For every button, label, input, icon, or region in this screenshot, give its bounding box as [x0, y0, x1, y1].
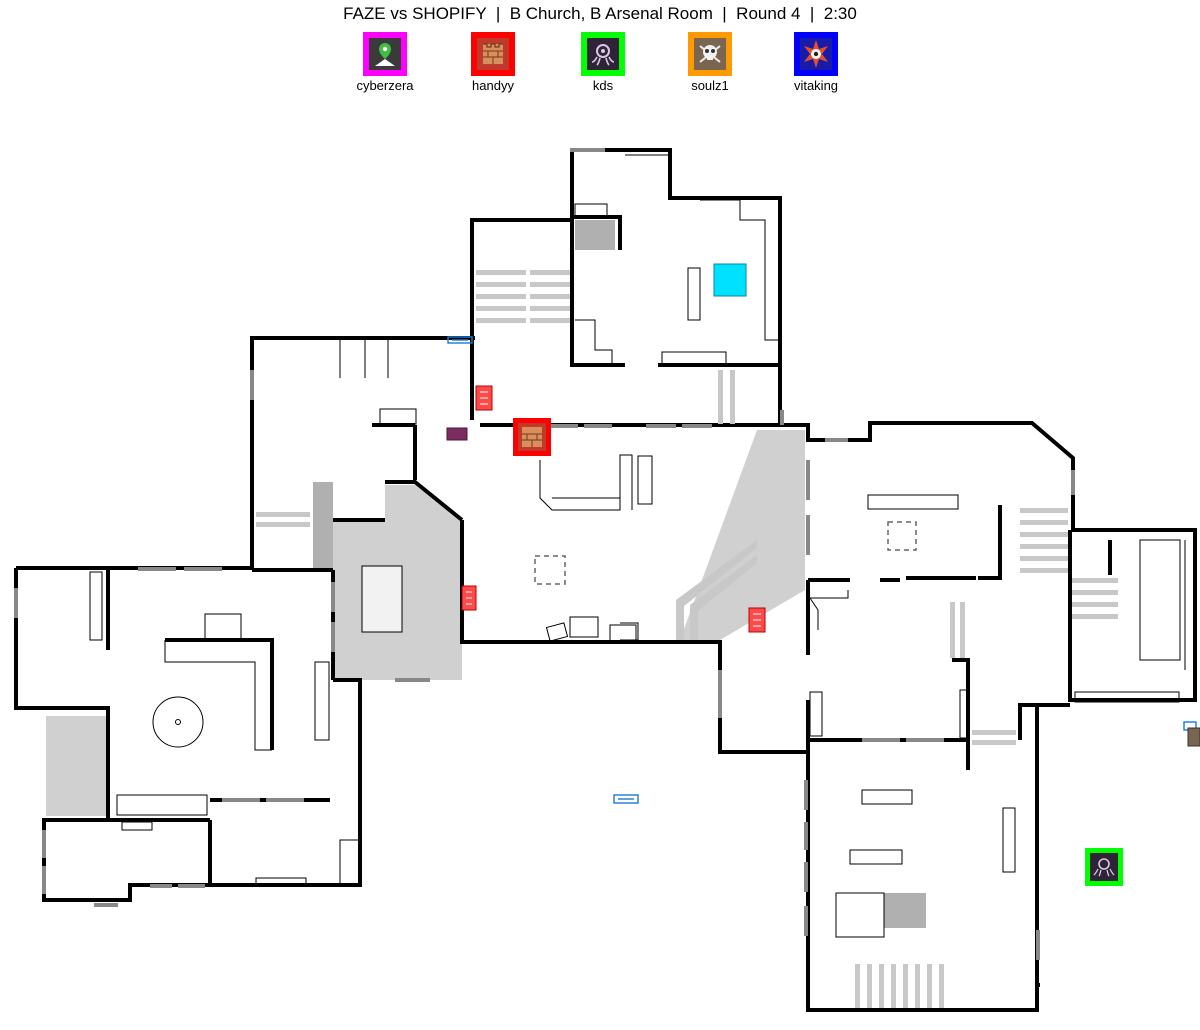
purple-gadget-icon [446, 427, 468, 441]
walls [14, 148, 1197, 1012]
blue-gadgets [447, 336, 1197, 804]
operator-vitaking[interactable]: vitaking [761, 32, 871, 93]
operator-name: cyberzera [356, 78, 414, 93]
interior-furniture [89, 154, 1186, 938]
edge-operator-marker [1187, 727, 1200, 747]
bomb-site-marker [713, 263, 747, 297]
operator-name: kds [592, 78, 614, 93]
map-operator-handyy[interactable] [513, 418, 551, 456]
skull-icon [688, 32, 732, 76]
operator-name: handyy [472, 78, 514, 93]
match-title: FAZE vs SHOPIFY | B Church, B Arsenal Ro… [343, 4, 857, 23]
operator-name: soulz1 [691, 78, 729, 93]
map-operator-kds[interactable] [1085, 848, 1123, 886]
operator-name: vitaking [793, 78, 839, 93]
star-eye-icon [794, 32, 838, 76]
stairs [256, 270, 1118, 1008]
barricade-gadgets [461, 385, 766, 633]
windows [14, 148, 1075, 960]
operator-soulz1[interactable]: soulz1 [655, 32, 765, 93]
operator-cyberzera[interactable]: cyberzera [330, 32, 440, 93]
octopus-icon [581, 32, 625, 76]
operator-kds[interactable]: kds [548, 32, 658, 93]
objective-markers [534, 521, 917, 585]
fortress-wall-icon [471, 32, 515, 76]
operator-handyy[interactable]: handyy [438, 32, 548, 93]
pin-map-icon [363, 32, 407, 76]
